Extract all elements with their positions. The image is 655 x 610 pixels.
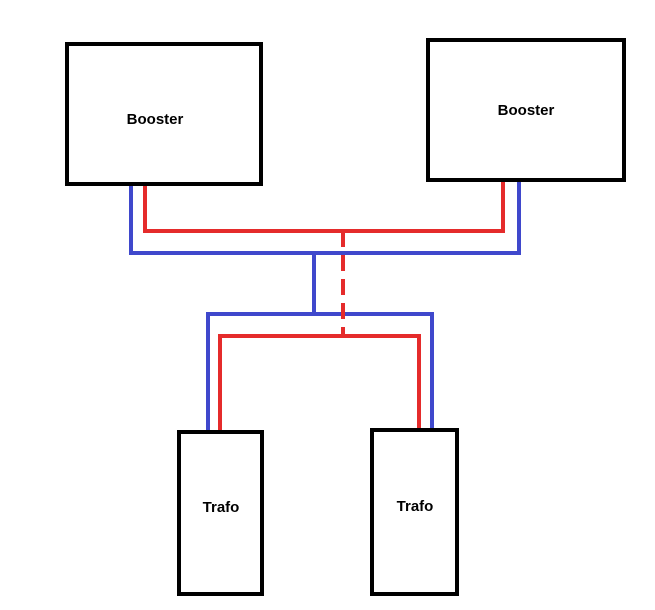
- booster-left-node: Booster: [65, 42, 263, 186]
- red-wire-top-bus: [143, 180, 505, 233]
- blue-wire-bottom-bus: [206, 312, 434, 431]
- trafo-left-label: Trafo: [203, 499, 240, 516]
- red-wire-bottom-bus: [218, 334, 421, 432]
- trafo-left-node: Trafo: [177, 430, 264, 596]
- blue-wire-top-bus: [129, 180, 521, 255]
- trafo-right-label: Trafo: [397, 498, 434, 515]
- trafo-right-node: Trafo: [370, 428, 459, 596]
- booster-right-node: Booster: [426, 38, 626, 182]
- booster-left-label: Booster: [127, 111, 184, 128]
- booster-right-label: Booster: [498, 102, 555, 119]
